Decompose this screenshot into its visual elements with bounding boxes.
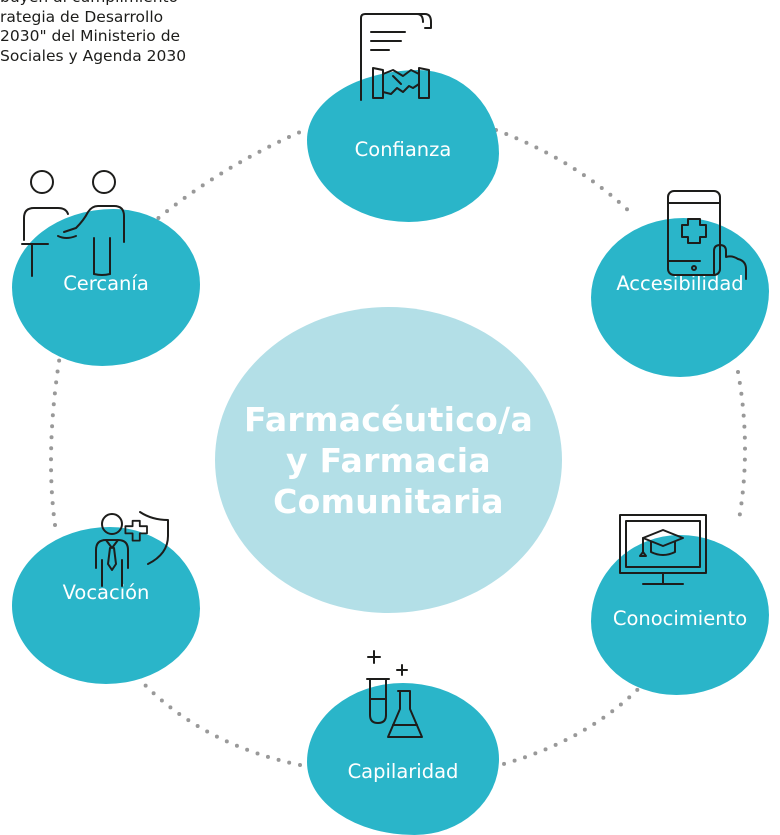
node-cercania: Cercanía (12, 209, 200, 366)
connector-accesibilidad-conocimiento (736, 370, 747, 527)
node-label-accesibilidad: Accesibilidad (616, 272, 744, 295)
node-label-cercania: Cercanía (63, 272, 149, 295)
node-label-conocimiento: Conocimiento (612, 607, 748, 630)
node-vocacion: Vocación (12, 527, 200, 684)
smartphone-medical-icon (660, 187, 760, 282)
node-capilaridad: Capilaridad (307, 683, 499, 835)
handshake-contract-icon (355, 10, 445, 105)
lab-flask-icon (360, 647, 435, 747)
intro-text: buyen al cumplimiento rategia de Desarro… (0, 0, 187, 65)
center-circle: Farmacéutico/a y Farmacia Comunitaria (215, 307, 562, 613)
connector-vocacion-cercania (49, 353, 62, 527)
center-title: Farmacéutico/a y Farmacia Comunitaria (243, 399, 534, 521)
monitor-graduation-icon (617, 512, 712, 592)
node-accesibilidad: Accesibilidad (591, 218, 769, 377)
node-label-vocacion: Vocación (62, 581, 150, 604)
node-label-capilaridad: Capilaridad (347, 760, 459, 783)
connector-confianza-accesibilidad (494, 128, 632, 214)
connector-capilaridad-vocacion (143, 683, 302, 767)
node-confianza: Confianza (307, 70, 499, 222)
node-label-confianza: Confianza (354, 138, 452, 161)
connector-conocimiento-capilaridad (498, 680, 647, 767)
connector-cercania-confianza (148, 130, 302, 227)
professional-shield-icon (88, 508, 178, 588)
two-people-icon (18, 168, 133, 278)
